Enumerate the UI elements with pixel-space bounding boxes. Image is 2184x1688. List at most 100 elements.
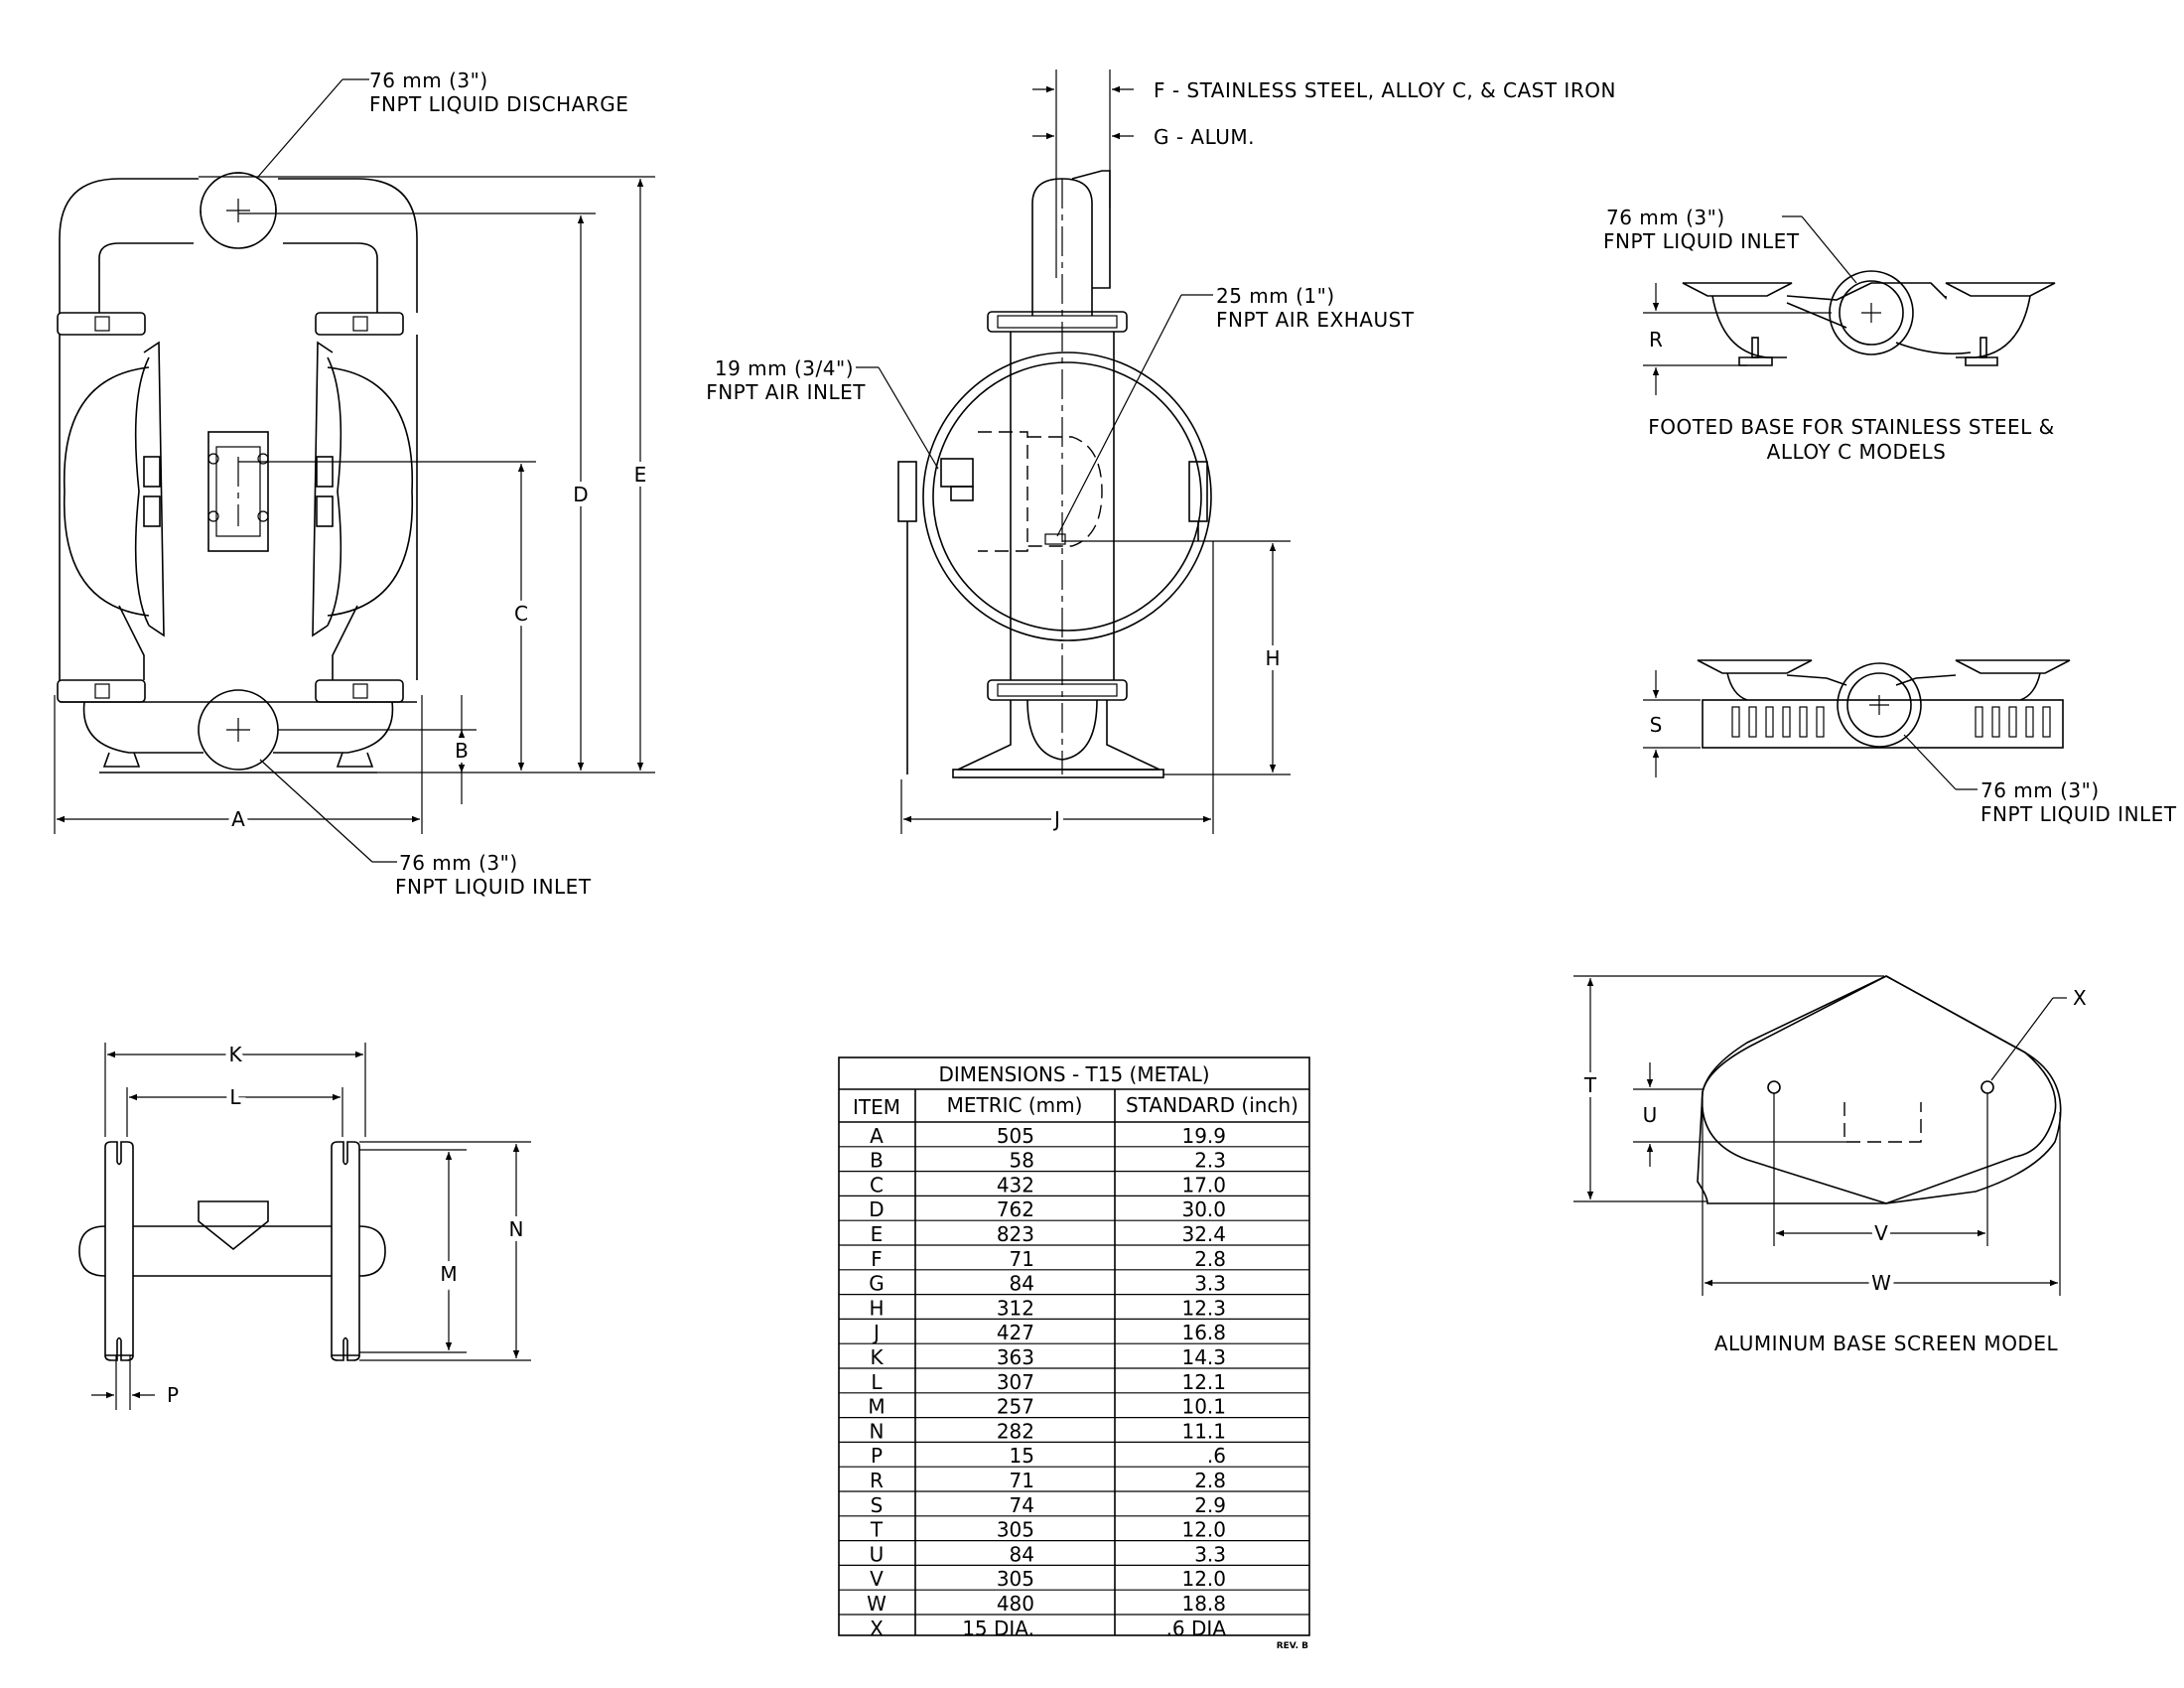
screen-slot <box>1975 706 1983 738</box>
table-cell-metric: 363 <box>997 1345 1034 1369</box>
table-cell-item: S <box>871 1493 884 1517</box>
table-cell-item: F <box>871 1247 883 1271</box>
screen-inlet-size-text: 76 mm (3") <box>1980 778 2100 802</box>
table-cell-standard: 16.8 <box>1181 1321 1226 1344</box>
table-cell-metric: 305 <box>997 1518 1034 1542</box>
table-cell-standard: 2.9 <box>1194 1493 1226 1517</box>
dim-v-letter: V <box>1874 1221 1888 1245</box>
table-cell-metric: 480 <box>997 1592 1034 1616</box>
dim-w-letter: W <box>1871 1271 1891 1295</box>
table-cell-standard: 2.8 <box>1194 1469 1226 1492</box>
table-cell-item: P <box>871 1444 883 1468</box>
screen-slot <box>1782 706 1791 738</box>
table-cell-metric: 307 <box>997 1370 1034 1394</box>
table-cell-standard: 32.4 <box>1181 1222 1226 1246</box>
table-cell-item: A <box>870 1124 884 1148</box>
table-cell-item: R <box>870 1469 884 1492</box>
air-exhaust-type-text: FNPT AIR EXHAUST <box>1216 308 1415 332</box>
footed-inlet-size-text: 76 mm (3") <box>1606 206 1725 229</box>
table-cell-metric: 505 <box>997 1124 1034 1148</box>
screen-slot <box>2008 706 2017 738</box>
table-title: DIMENSIONS - T15 (METAL) <box>938 1062 1209 1086</box>
table-cell-item: D <box>869 1197 884 1221</box>
table-cell-metric: 15 DIA. <box>962 1617 1034 1640</box>
table-cell-standard: 3.3 <box>1194 1272 1226 1296</box>
table-revision: REV. B <box>1277 1641 1308 1651</box>
table-cell-standard: 18.8 <box>1181 1592 1226 1616</box>
table-cell-metric: 432 <box>997 1173 1034 1196</box>
table-cell-standard: 17.0 <box>1181 1173 1226 1196</box>
table-cell-item: T <box>870 1518 884 1542</box>
screen-inlet-type-text: FNPT LIQUID INLET <box>1980 802 2177 826</box>
table-cell-metric: 305 <box>997 1567 1034 1591</box>
screen-slot <box>1799 706 1808 738</box>
material-f-text: F - STAINLESS STEEL, ALLOY C, & CAST IRO… <box>1154 78 1616 102</box>
screen-slot <box>1991 706 2000 738</box>
table-cell-metric: 74 <box>1010 1493 1034 1517</box>
dim-l-letter: L <box>229 1085 241 1109</box>
top-view: K L M N P <box>78 1038 531 1410</box>
screen-slot <box>1731 706 1740 738</box>
table-cell-item: B <box>870 1149 884 1173</box>
table-cell-metric: 71 <box>1010 1247 1034 1271</box>
table-cell-standard: 2.8 <box>1194 1247 1226 1271</box>
dim-e-letter: E <box>634 463 647 487</box>
table-cell-metric: 15 <box>1010 1444 1034 1468</box>
table-header-item: ITEM <box>853 1095 900 1119</box>
table-cell-metric: 762 <box>997 1197 1034 1221</box>
dim-b-letter: B <box>455 739 469 763</box>
table-cell-item: U <box>870 1542 885 1566</box>
table-cell-item: K <box>870 1345 884 1369</box>
table-cell-item: H <box>869 1296 884 1320</box>
dim-t-letter: T <box>1583 1073 1597 1097</box>
side-view: F - STAINLESS STEEL, ALLOY C, & CAST IRO… <box>706 70 1616 836</box>
dimensions-table: DIMENSIONS - T15 (METAL) ITEM METRIC (mm… <box>838 1056 1310 1651</box>
table-cell-standard: 12.3 <box>1181 1296 1226 1320</box>
dim-k-letter: K <box>228 1043 242 1066</box>
front-view: A B C D E 76 mm (3") FNPT LIQUID DISCHAR… <box>54 69 655 899</box>
table-cell-standard: 12.1 <box>1181 1370 1226 1394</box>
table-cell-standard: .6 <box>1207 1444 1226 1468</box>
table-cell-metric: 823 <box>997 1222 1034 1246</box>
screen-slot <box>1748 706 1757 738</box>
table-cell-item: X <box>870 1617 884 1640</box>
footed-base-view: R 76 mm (3") FNPT LIQUID INLET FOOTED BA… <box>1603 206 2056 464</box>
table-cell-metric: 58 <box>1010 1149 1034 1173</box>
table-cell-item: C <box>870 1173 884 1196</box>
screen-slot <box>2025 706 2034 738</box>
table-cell-metric: 71 <box>1010 1469 1034 1492</box>
table-header-metric: METRIC (mm) <box>947 1093 1083 1117</box>
screen-slot <box>2042 706 2051 738</box>
dim-d-letter: D <box>573 483 588 506</box>
table-cell-item: L <box>871 1370 883 1394</box>
air-exhaust-size-text: 25 mm (1") <box>1216 284 1335 308</box>
table-cell-metric: 427 <box>997 1321 1034 1344</box>
table-cell-item: E <box>871 1222 884 1246</box>
table-cell-standard: 12.0 <box>1181 1567 1226 1591</box>
footed-inlet-type-text: FNPT LIQUID INLET <box>1603 229 1800 253</box>
dim-s-letter: S <box>1650 713 1663 737</box>
table-cell-item: W <box>867 1592 887 1616</box>
dim-a-letter: A <box>231 807 245 831</box>
table-cell-standard: 12.0 <box>1181 1518 1226 1542</box>
table-cell-metric: 282 <box>997 1419 1034 1443</box>
table-cell-item: M <box>868 1395 885 1419</box>
x-hole-letter: X <box>2073 986 2087 1010</box>
table-cell-item: J <box>872 1321 880 1344</box>
air-inlet-size-text: 19 mm (3/4") <box>715 356 854 380</box>
screen-slot <box>1765 706 1774 738</box>
table-cell-standard: 2.3 <box>1194 1149 1226 1173</box>
table-cell-metric: 84 <box>1010 1272 1034 1296</box>
dim-c-letter: C <box>514 602 528 626</box>
dim-m-letter: M <box>440 1262 457 1286</box>
table-cell-metric: 257 <box>997 1395 1034 1419</box>
table-cell-item: G <box>869 1272 885 1296</box>
screen-base-top-view: T U V W X ALUMINUM BASE SCREEN MODEL <box>1573 975 2087 1355</box>
table-cell-standard: 11.1 <box>1181 1419 1226 1443</box>
table-cell-metric: 312 <box>997 1296 1034 1320</box>
inlet-type-text: FNPT LIQUID INLET <box>395 875 592 899</box>
footed-caption-line2: ALLOY C MODELS <box>1767 440 1947 464</box>
table-cell-metric: 84 <box>1010 1542 1034 1566</box>
footed-caption-line1: FOOTED BASE FOR STAINLESS STEEL & <box>1648 415 2054 439</box>
